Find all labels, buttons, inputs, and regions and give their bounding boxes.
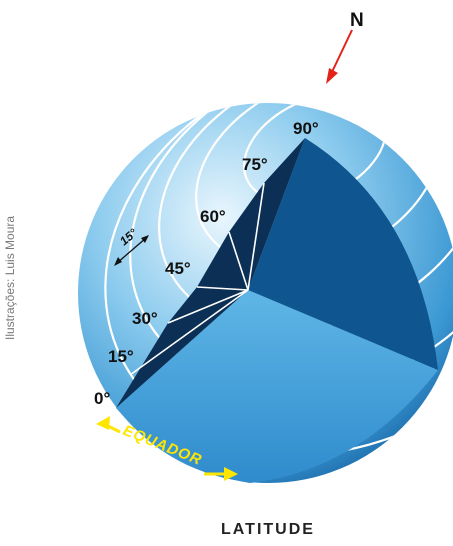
north-arrow	[326, 29, 353, 84]
meridian-wedge-shadow	[116, 138, 305, 408]
meridian-wedge-face	[248, 138, 438, 370]
latitude-label-90: 90°	[293, 119, 319, 138]
latitude-label-45: 45°	[165, 259, 191, 278]
interval-arrow	[114, 235, 149, 266]
latitude-label-30: 30°	[132, 309, 158, 328]
radius-30	[167, 289, 249, 324]
equatorial-plane	[116, 290, 438, 483]
radius-15	[129, 289, 249, 376]
latitude-label-0: 0°	[94, 389, 110, 408]
equator-arrows	[96, 416, 238, 481]
diagram-caption: LATITUDE	[221, 521, 315, 538]
latitude-radii	[129, 182, 265, 376]
radius-60	[228, 231, 249, 291]
illustration-credit: Ilustrações: Luis Moura	[3, 216, 17, 340]
latitude-label-75: 75°	[242, 155, 268, 174]
latitude-label-60: 60°	[200, 207, 226, 226]
radius-45	[196, 286, 249, 291]
radius-75	[247, 182, 265, 291]
latitude-label-15: 15°	[108, 347, 134, 366]
north-label: N	[350, 10, 364, 31]
